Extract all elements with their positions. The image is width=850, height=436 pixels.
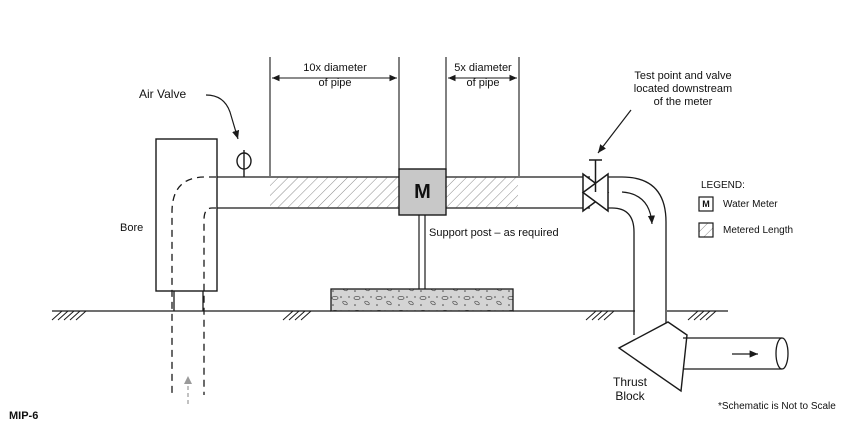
dimension-5x-label: 5x diameter of pipe [447, 62, 519, 90]
air-valve-label: Air Valve [139, 87, 187, 101]
dimension-10x-label: 10x diameter of pipe [289, 62, 381, 90]
ground-line [51, 310, 728, 321]
test-valve [581, 159, 610, 213]
thrust-block [617, 321, 688, 393]
air-valve-symbol [236, 150, 252, 177]
legend-meter-symbol [698, 196, 714, 212]
legend-hatch-symbol [698, 222, 714, 238]
air-valve-leader [205, 94, 240, 140]
bore-pipe-dashed [171, 176, 216, 395]
metered-length-upstream [270, 177, 400, 208]
thrust-block-line2: Block [615, 389, 645, 403]
legend-meter-glyph: M [702, 199, 710, 209]
dimension-5x-line1: 5x diameter [454, 62, 512, 74]
bore-casing [173, 291, 204, 311]
metered-length-downstream [446, 177, 518, 208]
water-meter [398, 168, 447, 216]
footnote: *Schematic is Not to Scale [718, 401, 836, 412]
thrust-block-label: Thrust Block [600, 375, 660, 403]
meter-symbol-label: M [414, 181, 431, 203]
legend-title: LEGEND: [701, 180, 745, 191]
figure-id: MIP-6 [9, 410, 39, 422]
thrust-block-line1: Thrust [612, 375, 647, 389]
test-point-label: Test point and valve located downstream … [618, 70, 748, 109]
outlet-pipe [608, 176, 667, 335]
test-point-line2: located downstream [633, 83, 733, 95]
support-post [418, 215, 426, 289]
elbow-flow-arrow [621, 191, 656, 225]
bore-flow-arrow [184, 376, 192, 404]
legend-hatch-label: Metered Length [723, 225, 794, 236]
dimension-5x-line2: of pipe [466, 77, 500, 89]
test-point-leader [597, 109, 632, 154]
bore-label: Bore [120, 222, 144, 234]
test-point-line3: of the meter [653, 96, 713, 108]
dimension-lines [269, 57, 520, 176]
dimension-10x-line2: of pipe [318, 77, 352, 89]
concrete-pad [330, 288, 514, 312]
bore-housing [155, 138, 218, 292]
dimension-10x-line1: 10x diameter [303, 62, 367, 74]
support-post-label: Support post – as required [429, 227, 559, 239]
test-point-line1: Test point and valve [634, 70, 732, 82]
legend-meter-label: Water Meter [723, 199, 778, 210]
outgoing-pipe [683, 337, 789, 370]
